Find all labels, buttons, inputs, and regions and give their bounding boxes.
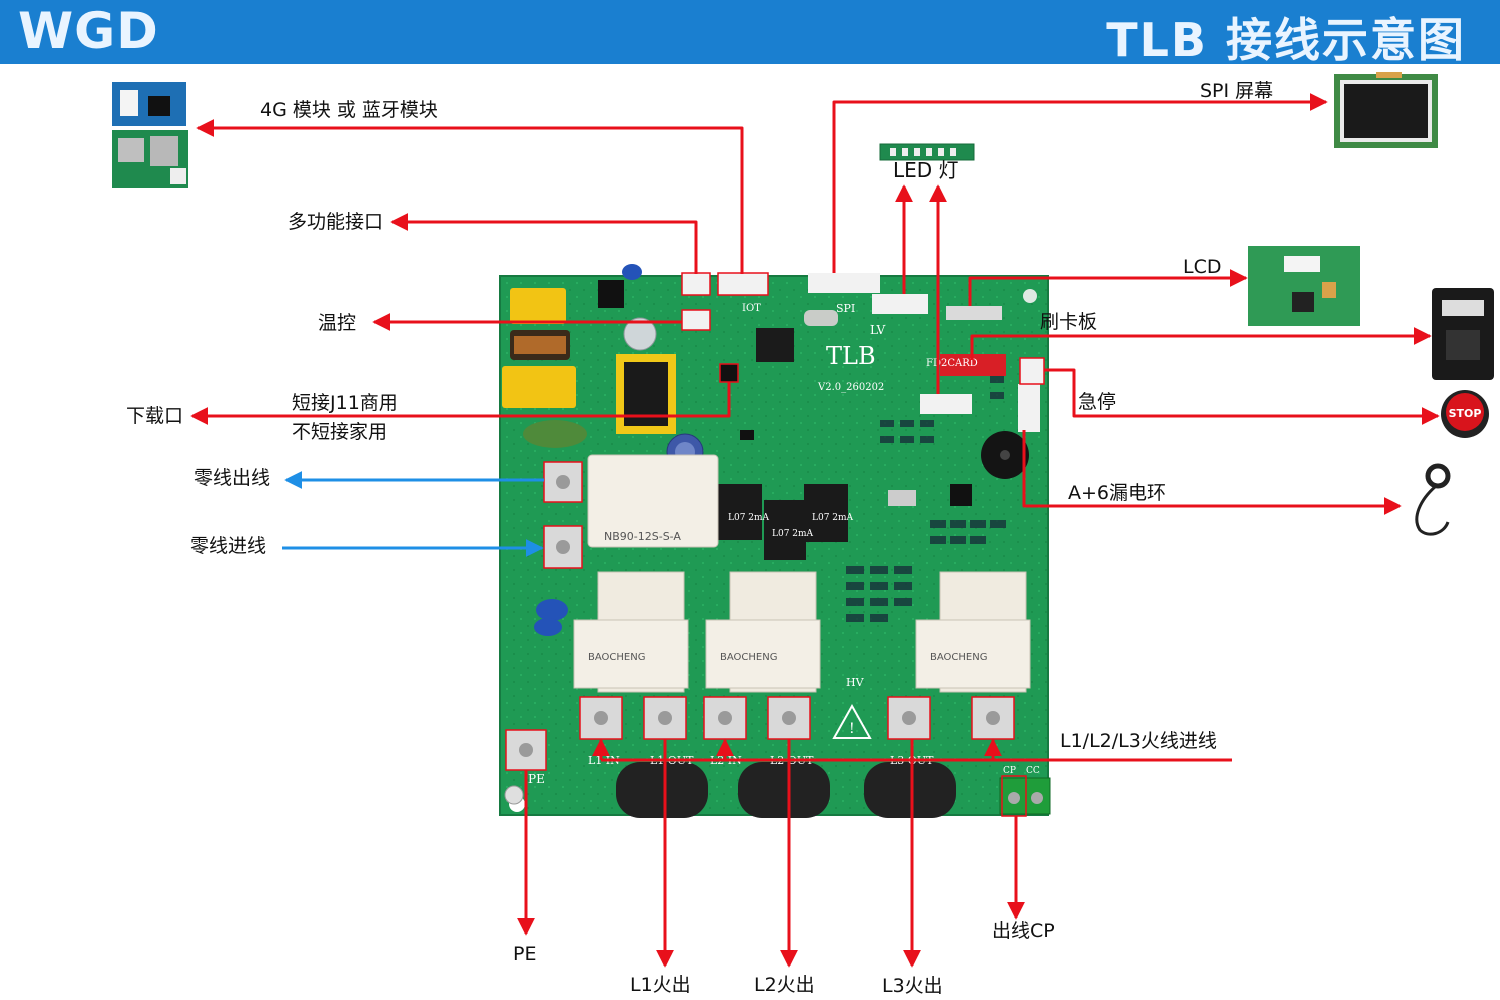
label-multi-function-port: 多功能接口 [288,211,384,233]
label-lcd: LCD [1183,256,1222,278]
label-emergency-stop: 急停 [1078,391,1117,413]
power-relays: NB90-12S-S-A BAOCHENG BAOCHENG BAOCHENG [573,454,1031,693]
label-cp-out: 出线CP [992,920,1055,942]
svg-text:HV: HV [846,676,865,689]
current-transformers [616,762,956,818]
svg-text:FD2CARD: FD2CARD [926,358,978,369]
svg-text:L07 2mA: L07 2mA [772,529,814,539]
label-short-j11: 短接J11商用 [292,392,398,414]
x-capacitor [510,288,566,324]
label-no-short-j11: 不短接家用 [292,421,388,443]
x-capacitor [502,366,576,408]
label-neutral-out: 零线出线 [194,467,271,489]
silk-board-name: TLB [826,342,876,370]
spi-screen-image [1334,72,1438,148]
label-neutral-in: 零线进线 [190,535,267,557]
label-led-light: LED 灯 [893,158,959,182]
label-l2-out: L2火出 [754,974,815,996]
stop-text: STOP [1449,407,1482,420]
svg-text:LV: LV [870,323,886,337]
label-leakage-ring: A+6漏电环 [1068,482,1167,504]
label-4g-bt-module: 4G 模块 或 蓝牙模块 [260,99,438,121]
svg-text:CP: CP [1003,766,1016,776]
svg-text:!: ! [849,721,855,737]
board-connectors [682,273,1044,432]
label-download-port: 下载口 [126,405,184,427]
module-4g-bt-image [112,82,188,188]
svg-text:SPI: SPI [836,302,855,315]
pcb-board: L07 2mA L07 2mA L07 2mA NB90-12S-S-A BAO… [499,264,1051,818]
svg-text:NB90-12S-S-A: NB90-12S-S-A [604,530,681,543]
page-title: TLB 接线示意图 [1106,13,1466,67]
svg-text:IOT: IOT [742,303,761,314]
label-pe: PE [513,943,537,965]
terminal-blocks [505,461,1015,771]
svg-text:L07 2mA: L07 2mA [812,513,854,523]
label-l3-out: L3火出 [882,975,943,997]
label-spi-screen: SPI 屏幕 [1200,80,1274,102]
lcd-board-image [1248,246,1360,326]
silk-version: V2.0_260202 [817,382,884,393]
svg-text:BAOCHENG: BAOCHENG [588,652,645,663]
svg-text:BAOCHENG: BAOCHENG [930,652,987,663]
label-temp-control: 温控 [318,312,357,334]
blue-wire-arrows [282,471,544,557]
svg-text:L07 2mA: L07 2mA [728,513,770,523]
leakage-ring-image [1415,463,1451,536]
mcu-chip [756,328,794,362]
svg-text:PE: PE [528,772,545,786]
label-card-board: 刷卡板 [1040,311,1098,333]
label-live-in: L1/L2/L3火线进线 [1060,730,1217,752]
card-reader-image [1432,288,1494,380]
label-l1-out: L1火出 [630,974,691,996]
svg-text:CC: CC [1026,766,1040,776]
svg-text:BAOCHENG: BAOCHENG [720,652,777,663]
brand-logo: WGD [18,2,159,60]
stop-button-image: STOP [1441,390,1489,438]
header-bar: WGD TLB 接线示意图 [0,0,1500,67]
led-strip-image [879,143,975,161]
red-wire-arrows [190,93,1440,968]
small-relays: L07 2mA L07 2mA L07 2mA [718,484,854,560]
